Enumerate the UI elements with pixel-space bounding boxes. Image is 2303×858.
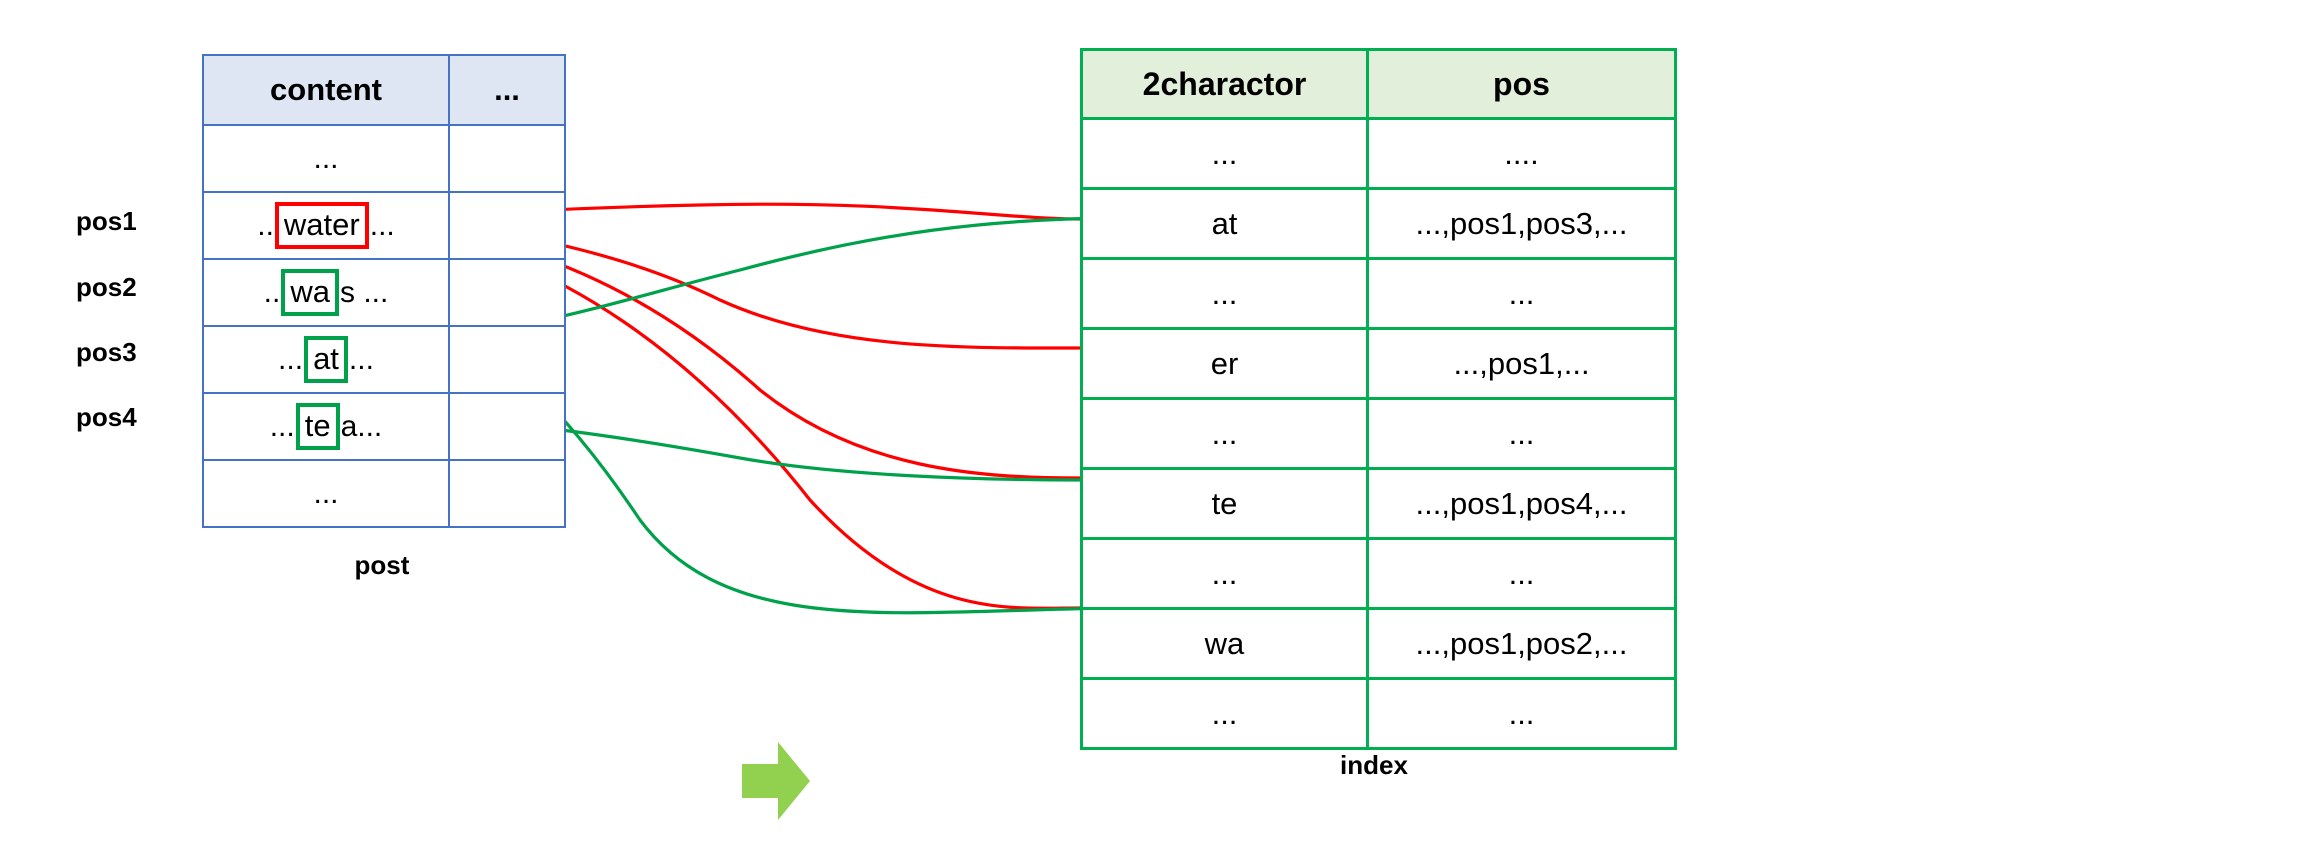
post-cell-content-pos3: ... at ... — [202, 325, 450, 394]
post-cell-line-pos2: .. wa s ... — [204, 269, 448, 316]
post-cell-content-0: ... — [202, 124, 450, 193]
index-table-row: at...,pos1,pos3,... — [1080, 187, 1677, 260]
post-suffix-pos2: s ... — [339, 275, 389, 309]
post-table-row-pos1: .. water ... — [202, 191, 566, 260]
index-cell-gram-3: er — [1080, 327, 1369, 400]
index-cell-pos-4: ... — [1366, 397, 1677, 470]
index-cell-pos-5: ...,pos1,pos4,... — [1366, 467, 1677, 540]
post-cell-text-0: ... — [313, 141, 339, 175]
index-cell-pos-8: ... — [1366, 677, 1677, 750]
index-cell-gram-6: ... — [1080, 537, 1369, 610]
index-table: 2charactor pos ....... at...,pos1,pos3,.… — [1080, 48, 1677, 750]
highlight-box-wa: wa — [281, 269, 339, 316]
post-cell-content-pos1: .. water ... — [202, 191, 450, 260]
post-table-row-0: ... — [202, 124, 566, 193]
post-suffix-pos4: a... — [340, 409, 383, 443]
index-cell-gram-0: ... — [1080, 117, 1369, 190]
index-cell-pos-1: ...,pos1,pos3,... — [1366, 187, 1677, 260]
post-cell-etc-pos2 — [448, 258, 566, 327]
index-table-header-row: 2charactor pos — [1080, 48, 1677, 120]
post-cell-etc-pos3 — [448, 325, 566, 394]
post-table-caption: post — [354, 550, 410, 580]
post-table-row-pos3: ... at ... — [202, 325, 566, 394]
post-cell-line-pos1: .. water ... — [204, 202, 448, 249]
index-cell-gram-4: ... — [1080, 397, 1369, 470]
post-cell-line-pos3: ... at ... — [204, 336, 448, 383]
post-table-row-pos4: ... te a... — [202, 392, 566, 461]
post-cell-etc-0 — [448, 124, 566, 193]
post-prefix-pos1: .. — [257, 208, 274, 242]
index-cell-pos-7: ...,pos1,pos2,... — [1366, 607, 1677, 680]
index-cell-pos-6: ... — [1366, 537, 1677, 610]
post-cell-etc-pos4 — [448, 392, 566, 461]
index-table-row: ....... — [1080, 117, 1677, 190]
index-cell-pos-0: .... — [1366, 117, 1677, 190]
index-cell-pos-3: ...,pos1,... — [1366, 327, 1677, 400]
right-block-arrow-icon — [742, 742, 810, 820]
index-header-pos: pos — [1366, 48, 1677, 120]
post-cell-line-pos4: ... te a... — [204, 403, 448, 450]
index-table-row: ...... — [1080, 397, 1677, 470]
post-cell-content-pos4: ... te a... — [202, 392, 450, 461]
highlight-box-at: at — [304, 336, 348, 383]
post-header-content: content — [202, 54, 450, 126]
post-table: content ... ... .. water ... .. — [202, 54, 566, 528]
index-table-row: ...... — [1080, 257, 1677, 330]
row-label-pos3: pos3 — [76, 337, 137, 367]
index-table-row: wa...,pos1,pos2,... — [1080, 607, 1677, 680]
row-label-pos1: pos1 — [76, 206, 137, 236]
index-table-row: er...,pos1,... — [1080, 327, 1677, 400]
post-prefix-pos4: ... — [269, 409, 295, 443]
post-table-row-pos2: .. wa s ... — [202, 258, 566, 327]
index-table-row: ...... — [1080, 677, 1677, 750]
post-table-header-row: content ... — [202, 54, 566, 126]
post-prefix-pos2: .. — [263, 275, 281, 309]
index-cell-gram-8: ... — [1080, 677, 1369, 750]
highlight-box-te: te — [295, 403, 340, 450]
index-table-caption: index — [1340, 750, 1408, 780]
post-suffix-pos1: ... — [369, 208, 395, 242]
index-cell-gram-2: ... — [1080, 257, 1369, 330]
index-table-row: ...... — [1080, 537, 1677, 610]
post-prefix-pos3: ... — [278, 342, 304, 376]
post-cell-etc-5 — [448, 459, 566, 528]
post-cell-text-5: ... — [313, 476, 339, 510]
row-label-pos2: pos2 — [76, 272, 137, 302]
post-cell-content-5: ... — [202, 459, 450, 528]
index-table-row: te...,pos1,pos4,... — [1080, 467, 1677, 540]
post-cell-content-pos2: .. wa s ... — [202, 258, 450, 327]
index-cell-gram-1: at — [1080, 187, 1369, 260]
row-label-pos4: pos4 — [76, 402, 137, 432]
post-cell-etc-pos1 — [448, 191, 566, 260]
post-suffix-pos3: ... — [348, 342, 374, 376]
index-cell-gram-5: te — [1080, 467, 1369, 540]
highlight-box-water: water — [274, 202, 369, 249]
post-table-row-5: ... — [202, 459, 566, 528]
index-cell-gram-7: wa — [1080, 607, 1369, 680]
index-header-2charactor: 2charactor — [1080, 48, 1369, 120]
post-header-ellipsis: ... — [448, 54, 566, 126]
index-cell-pos-2: ... — [1366, 257, 1677, 330]
